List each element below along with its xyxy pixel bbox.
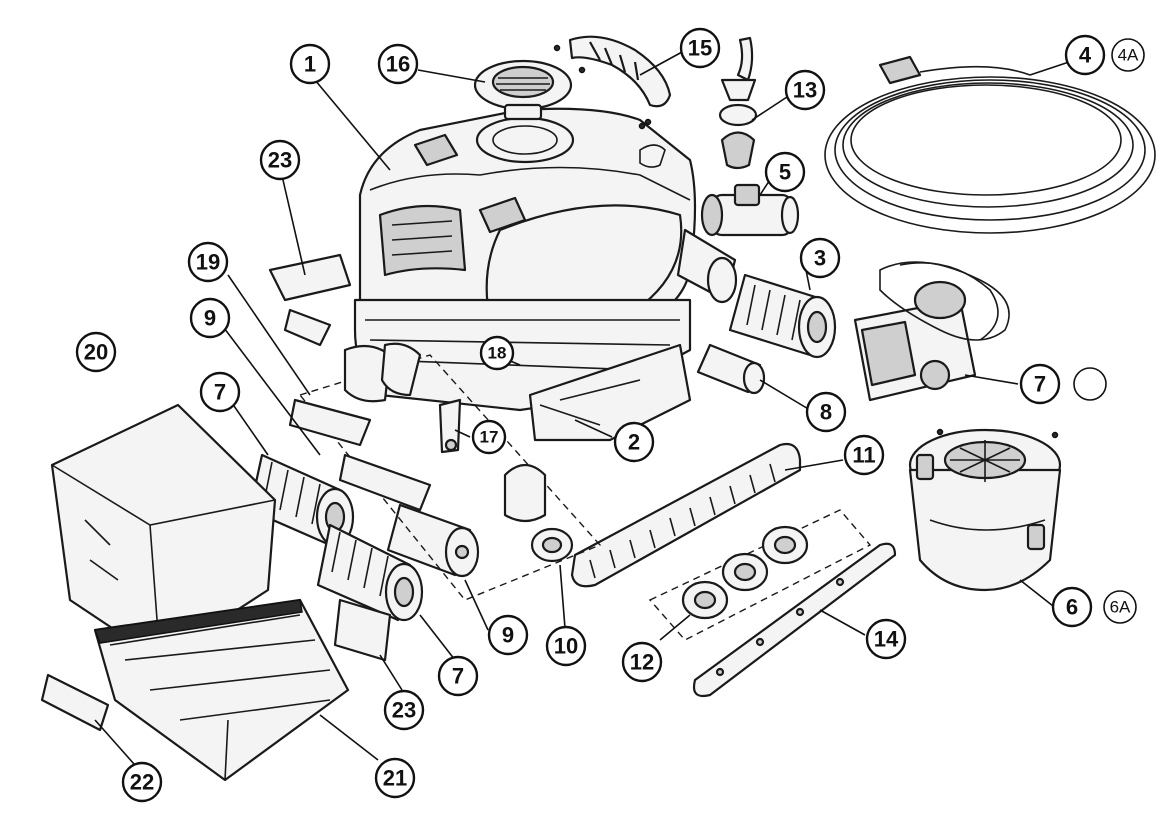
callout-6-label: 6 <box>1066 595 1078 620</box>
part-brush-roller-left-lower <box>316 523 424 622</box>
part-cylinder-lower <box>386 503 480 578</box>
callout-8-label: 8 <box>820 400 832 425</box>
callout-14: 14 <box>865 618 907 660</box>
part-cable-coil <box>824 55 1156 234</box>
callout-23-bottom: 23 <box>383 689 425 731</box>
callout-11: 11 <box>843 434 885 476</box>
callout-3-label: 7 <box>1034 372 1046 397</box>
callout-22: 22 <box>121 761 163 803</box>
part-drive-wheels <box>648 509 872 641</box>
part-filter-tray <box>93 598 350 782</box>
callout-3: 7 <box>1019 363 1107 405</box>
part-track-belt <box>570 442 802 588</box>
callout-12-label: 12 <box>630 650 654 675</box>
callout-18-label: 18 <box>488 344 507 363</box>
part-flap-23-top <box>268 253 352 347</box>
callout-16-label: 16 <box>386 52 410 77</box>
callout-2: 2 <box>613 421 655 463</box>
part-flap-upper <box>288 398 432 512</box>
callout-6: 6 6A <box>1051 586 1137 628</box>
callout-6-sub-label: 6A <box>1110 598 1131 617</box>
part-vent-grille <box>473 59 573 121</box>
callout-9-bottom-label: 9 <box>502 623 514 648</box>
callout-9-bottom: 9 <box>487 614 529 656</box>
callout-7-left: 7 <box>199 371 241 413</box>
callout-16: 16 <box>377 43 419 85</box>
part-pump-motor <box>908 428 1062 592</box>
part-wheel-assembly-group <box>298 342 602 601</box>
part-brush-roller-left-upper <box>248 453 355 547</box>
callout-23-bottom-label: 23 <box>392 698 416 723</box>
part-flap-23-bottom <box>333 598 392 662</box>
callout-19-label: 19 <box>196 250 220 275</box>
part-bracket <box>438 398 462 454</box>
callout-7-left-label: 7 <box>214 380 226 405</box>
callout-18: 18 <box>479 335 515 371</box>
callout-10: 10 <box>545 625 587 667</box>
callout-23-top-label: 23 <box>268 148 292 173</box>
part-filter-bag <box>50 403 277 662</box>
callout-14-label: 14 <box>874 627 899 652</box>
callout-12: 12 <box>621 641 663 683</box>
callout-15: 15 <box>679 27 721 69</box>
callout-23-top: 23 <box>259 139 301 181</box>
part-drive-motor <box>700 183 800 237</box>
part-clip <box>40 673 110 732</box>
callout-13-label: 13 <box>793 78 817 103</box>
callout-2-label: 2 <box>628 430 640 455</box>
callout-13: 13 <box>784 69 826 111</box>
callout-20-label: 20 <box>84 340 108 365</box>
callout-4-sub-label: 4A <box>1118 46 1139 65</box>
part-brush-roller-right <box>728 273 837 359</box>
callout-10-label: 10 <box>554 634 578 659</box>
callout-9-top-label: 9 <box>204 306 216 331</box>
part-housing-cover <box>358 107 697 342</box>
part-cylinder-tube <box>696 343 766 395</box>
callout-5-label: 5 <box>779 160 791 185</box>
callout-22-label: 22 <box>130 770 154 795</box>
callout-4: 4 4A <box>1064 34 1145 76</box>
callout-21: 21 <box>374 757 416 799</box>
part-cable-swivel <box>718 36 758 170</box>
callout-19: 19 <box>187 241 229 283</box>
callout-1-label: 1 <box>304 52 316 77</box>
leader-lines <box>94 51 1076 774</box>
callout-17: 17 <box>471 419 507 455</box>
callout-7-right: 3 <box>799 237 841 279</box>
callout-11-label: 11 <box>852 443 875 468</box>
part-chassis-base <box>353 298 692 442</box>
part-handle <box>553 35 672 130</box>
part-power-supply <box>853 261 1010 402</box>
part-side-plate <box>692 542 897 698</box>
callout-7-right-label: 3 <box>814 246 826 271</box>
callout-7-bottom: 7 <box>437 655 479 697</box>
callout-1: 1 <box>289 43 331 85</box>
callout-5: 5 <box>764 151 806 193</box>
callout-20: 20 <box>75 331 117 373</box>
callout-7-bottom-label: 7 <box>452 664 464 689</box>
callout-4-label: 4 <box>1079 43 1092 68</box>
part-brush-roller-top <box>676 228 738 304</box>
callout-8: 8 <box>805 391 847 433</box>
callout-21-label: 21 <box>383 766 407 791</box>
callout-9-top: 9 <box>189 297 231 339</box>
callout-17-label: 17 <box>480 428 499 447</box>
callout-15-label: 15 <box>688 36 712 61</box>
